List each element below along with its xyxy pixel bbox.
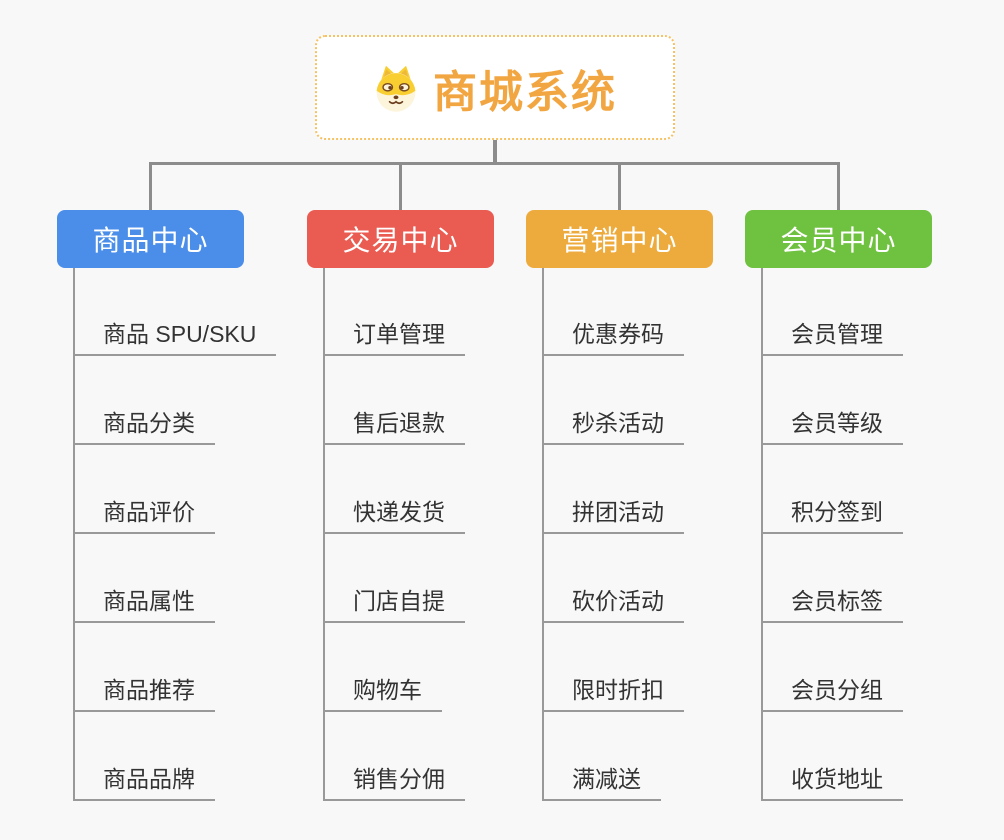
leaf-node-member-center-0[interactable]: 会员管理 [761, 314, 903, 356]
connector-drop-trade-center [399, 162, 402, 210]
connector-drop-product-center [149, 162, 152, 210]
leaf-node-marketing-center-4[interactable]: 限时折扣 [542, 670, 684, 712]
leaf-node-trade-center-4[interactable]: 购物车 [323, 670, 442, 712]
leaf-node-marketing-center-1[interactable]: 秒杀活动 [542, 403, 684, 445]
leaf-node-trade-center-2[interactable]: 快递发货 [323, 492, 465, 534]
leaf-node-member-center-3[interactable]: 会员标签 [761, 581, 903, 623]
leaf-node-product-center-2[interactable]: 商品评价 [73, 492, 215, 534]
leaf-node-member-center-1[interactable]: 会员等级 [761, 403, 903, 445]
connector-bus [149, 162, 840, 165]
connector-drop-member-center [837, 162, 840, 210]
leaf-node-product-center-4[interactable]: 商品推荐 [73, 670, 215, 712]
branch-node-product-center[interactable]: 商品中心 [57, 210, 244, 268]
root-node[interactable]: 商城系统 [315, 35, 675, 140]
leaf-node-marketing-center-0[interactable]: 优惠券码 [542, 314, 684, 356]
branch-node-marketing-center[interactable]: 营销中心 [526, 210, 713, 268]
leaf-node-trade-center-0[interactable]: 订单管理 [323, 314, 465, 356]
leaf-node-product-center-0[interactable]: 商品 SPU/SKU [73, 314, 277, 356]
branch-node-trade-center[interactable]: 交易中心 [307, 210, 494, 268]
leaf-node-trade-center-3[interactable]: 门店自提 [323, 581, 465, 623]
leaf-node-marketing-center-5[interactable]: 满减送 [542, 759, 661, 801]
root-title: 商城系统 [433, 67, 617, 117]
leaf-node-product-center-3[interactable]: 商品属性 [73, 581, 215, 623]
leaf-node-product-center-1[interactable]: 商品分类 [73, 403, 215, 445]
leaf-node-product-center-5[interactable]: 商品品牌 [73, 759, 215, 801]
leaf-node-marketing-center-3[interactable]: 砍价活动 [542, 581, 684, 623]
branch-node-member-center[interactable]: 会员中心 [745, 210, 932, 268]
leaf-node-trade-center-5[interactable]: 销售分佣 [323, 759, 465, 801]
leaf-node-marketing-center-2[interactable]: 拼团活动 [542, 492, 684, 534]
leaf-node-member-center-2[interactable]: 积分签到 [761, 492, 903, 534]
leaf-node-member-center-4[interactable]: 会员分组 [761, 670, 903, 712]
connector-drop-marketing-center [618, 162, 621, 210]
shiba-dog-icon [376, 65, 416, 112]
connector-root-stub [493, 140, 497, 164]
leaf-node-member-center-5[interactable]: 收货地址 [761, 759, 903, 801]
leaf-node-trade-center-1[interactable]: 售后退款 [323, 403, 465, 445]
